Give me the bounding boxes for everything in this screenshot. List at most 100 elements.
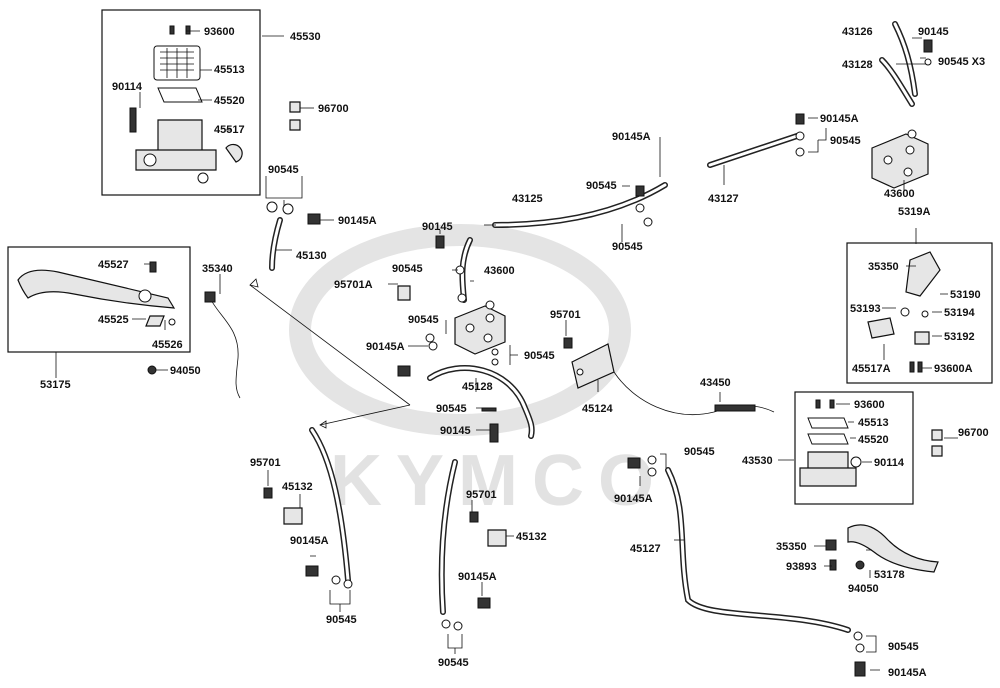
part-label: 53190 bbox=[950, 289, 981, 301]
cylinder-bore bbox=[135, 149, 217, 171]
part-label: 45517A bbox=[852, 363, 891, 375]
bolt-95701A bbox=[397, 285, 411, 301]
part-label: 90545 bbox=[524, 350, 555, 362]
lever-53178 bbox=[847, 524, 939, 573]
part-label: 53193 bbox=[850, 303, 881, 315]
fittings bbox=[263, 39, 933, 677]
part-label: 90145A bbox=[458, 571, 497, 583]
part-label: 90545 bbox=[268, 164, 299, 176]
part-label: 35350 bbox=[776, 541, 807, 553]
part-label: 43128 bbox=[842, 59, 873, 71]
part-label: 90145A bbox=[888, 667, 927, 679]
screws-93600A bbox=[909, 361, 923, 373]
part-label: 45513 bbox=[214, 64, 245, 76]
part-label: 90545 bbox=[830, 135, 861, 147]
part-label: 45513 bbox=[858, 417, 889, 429]
part-label: 93600 bbox=[204, 26, 235, 38]
screw-90114-right bbox=[850, 456, 862, 468]
part-label: 93600A bbox=[934, 363, 973, 375]
watermark-ring bbox=[289, 224, 631, 436]
part-label: 45132 bbox=[282, 481, 313, 493]
part-label: 90545 bbox=[888, 641, 919, 653]
lever-pivot bbox=[138, 289, 152, 303]
pin-45527 bbox=[149, 261, 157, 273]
part-label: 95701A bbox=[334, 279, 373, 291]
box-lever-right bbox=[846, 242, 993, 384]
cap-45513-right bbox=[807, 417, 849, 429]
part-label: 53194 bbox=[944, 307, 975, 319]
bolt-90145-lower bbox=[489, 423, 499, 443]
delay-valve-center bbox=[454, 300, 506, 355]
part-label: 43126 bbox=[842, 26, 873, 38]
part-label: 53178 bbox=[874, 569, 905, 581]
part-label: 90545 bbox=[392, 263, 423, 275]
bolt-90145A-mid-right bbox=[627, 457, 641, 469]
bolt-95701-left bbox=[263, 487, 273, 499]
part-label: 45124 bbox=[582, 403, 613, 415]
part-label: 96700 bbox=[318, 103, 349, 115]
part-label: 35350 bbox=[868, 261, 899, 273]
washer-90545-a bbox=[266, 201, 278, 213]
part-label: 90545 bbox=[438, 657, 469, 669]
part-label: 45530 bbox=[290, 31, 321, 43]
part-label: 43450 bbox=[700, 377, 731, 389]
part-label: 90145A bbox=[612, 131, 651, 143]
part-label: 93893 bbox=[786, 561, 817, 573]
leader-lines bbox=[55, 30, 958, 671]
washer-90545-b bbox=[282, 203, 294, 215]
part-label: 95701 bbox=[550, 309, 581, 321]
part-label: 90545 X3 bbox=[938, 56, 985, 68]
bolt-90145A-lower-right bbox=[477, 597, 491, 609]
screw-90114 bbox=[129, 107, 137, 133]
diaphragm-45520 bbox=[157, 87, 203, 103]
part-label: 90145A bbox=[820, 113, 859, 125]
bracket-45517 bbox=[225, 143, 243, 163]
screw-93893 bbox=[829, 559, 837, 571]
bolt-96700-right bbox=[931, 429, 943, 457]
part-label: 5319A bbox=[898, 206, 930, 218]
part-label: 94050 bbox=[848, 583, 879, 595]
part-label: 93600 bbox=[854, 399, 885, 411]
cable-adjuster bbox=[714, 404, 756, 412]
part-label: 45132 bbox=[516, 531, 547, 543]
part-label: 43600 bbox=[484, 265, 515, 277]
box-master-cylinder-right bbox=[794, 391, 914, 505]
clamp-bolt bbox=[197, 172, 209, 184]
lever-53175 bbox=[17, 269, 176, 309]
banjo-port bbox=[143, 153, 157, 167]
clamp-45132-right bbox=[487, 529, 507, 547]
washer-53194 bbox=[921, 310, 929, 318]
bolt-90145A-top bbox=[635, 185, 645, 197]
part-label: 53192 bbox=[944, 331, 975, 343]
part-label: 90545 bbox=[586, 180, 617, 192]
delay-valve-right bbox=[871, 129, 929, 189]
part-label: 90545 bbox=[436, 403, 467, 415]
part-label: 90145A bbox=[366, 341, 405, 353]
part-label: 43600 bbox=[884, 188, 915, 200]
bolt-90145-center bbox=[435, 235, 445, 249]
plate-45517A bbox=[867, 317, 895, 339]
part-label: 90114 bbox=[874, 457, 905, 469]
part-label: 90114 bbox=[112, 81, 143, 93]
bracket-45124 bbox=[571, 343, 615, 389]
part-label: 45525 bbox=[98, 314, 129, 326]
clamp-45132-left bbox=[283, 507, 303, 525]
hoses bbox=[269, 21, 918, 633]
part-label: 90145 bbox=[918, 26, 949, 38]
nut-94050-left bbox=[147, 365, 157, 375]
part-label: 45527 bbox=[98, 259, 129, 271]
screws-93600 bbox=[169, 25, 191, 35]
pin-53193 bbox=[900, 307, 910, 317]
bolt-95701-center bbox=[563, 337, 573, 349]
bolt-90145A-right-top bbox=[795, 113, 805, 125]
bolt-96700-left bbox=[289, 101, 301, 131]
master-cylinder-right bbox=[799, 399, 862, 487]
watermark-brand: KYMCO bbox=[330, 441, 668, 521]
bolt-90145A-bottom-right bbox=[854, 661, 866, 677]
part-label: 45517 bbox=[214, 124, 245, 136]
valve-body-43600-right bbox=[871, 133, 929, 189]
part-label: 95701 bbox=[466, 489, 497, 501]
screws-93600-right bbox=[815, 399, 835, 409]
